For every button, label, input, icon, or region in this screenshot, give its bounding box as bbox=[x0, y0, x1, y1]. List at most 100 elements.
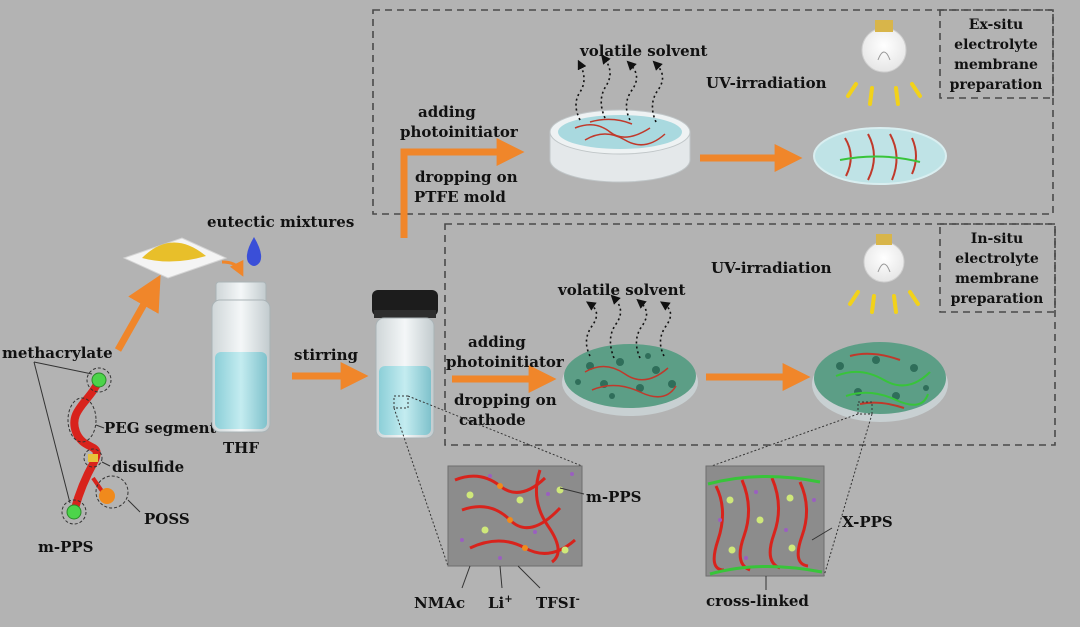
film-zoom-box bbox=[857, 401, 873, 415]
disulfide-leader bbox=[101, 461, 111, 467]
bulb-top-base bbox=[875, 20, 893, 32]
blue-droplet bbox=[246, 237, 262, 266]
bulb-bottom-base bbox=[876, 234, 892, 245]
disulfide-label: disulfide bbox=[112, 458, 184, 476]
in-situ-panel: In-situ electrolyte membrane preparation bbox=[444, 223, 1056, 446]
bulb-top-glass bbox=[861, 27, 907, 73]
ex-situ-title-line-1: Ex-situ bbox=[969, 17, 1023, 33]
methacrylate-leader-bottom bbox=[33, 361, 71, 504]
in-situ-panel-border bbox=[444, 223, 1056, 446]
cathode-disc-surface bbox=[564, 344, 696, 408]
bulb-bottom-rays bbox=[848, 290, 920, 314]
film-bottom bbox=[812, 342, 948, 422]
ex-situ-title-line-3: membrane bbox=[954, 57, 1038, 73]
ptfe-mold-label: PTFE mold bbox=[414, 188, 506, 206]
methacrylate-end-bottom bbox=[66, 504, 82, 520]
peg-annotation-ring bbox=[67, 397, 97, 443]
thf-vial bbox=[211, 281, 271, 433]
poss-leader bbox=[127, 499, 141, 513]
li-superscript: + bbox=[504, 594, 512, 605]
dropping-on-top-label: dropping on bbox=[415, 168, 518, 186]
adding-bottom-label: adding bbox=[468, 333, 526, 351]
poss-cage bbox=[99, 488, 115, 504]
vapor-arrows-top bbox=[575, 54, 664, 123]
arrow-to-powder bbox=[114, 274, 161, 352]
cathode-disc bbox=[562, 344, 698, 416]
ptfe-polymer-chains bbox=[574, 118, 666, 146]
ex-situ-panel-border bbox=[372, 9, 1054, 215]
in-situ-title-line-3: membrane bbox=[955, 271, 1039, 287]
cathode-label: cathode bbox=[459, 411, 526, 429]
vial-zoom-box bbox=[393, 395, 409, 409]
ex-situ-title-line-2: electrolyte bbox=[954, 37, 1038, 53]
arrow-vial-up-to-ex-situ bbox=[400, 138, 525, 238]
inset-x-pps-li-ions bbox=[726, 494, 796, 554]
film-bottom-chains bbox=[835, 352, 931, 409]
ex-situ-panel: Ex-situ electrolyte membrane preparation bbox=[372, 9, 1054, 215]
adding-top-label: adding bbox=[418, 103, 476, 121]
volatile-solvent-bottom-label: volatile solvent bbox=[557, 281, 686, 299]
ex-situ-title-box bbox=[939, 9, 1054, 99]
yellow-powder bbox=[142, 242, 206, 262]
photoinitiator-top-label: photoinitiator bbox=[400, 123, 519, 141]
in-situ-title-line-2: electrolyte bbox=[955, 251, 1039, 267]
film-top bbox=[813, 127, 947, 185]
poss-label: POSS bbox=[144, 510, 190, 528]
thf-label: THF bbox=[223, 439, 259, 457]
methacrylate-leader-top bbox=[33, 361, 93, 375]
stirring-label: stirring bbox=[294, 346, 358, 364]
li-label: Li+ bbox=[488, 594, 513, 612]
inset-x-pps-leaders bbox=[765, 527, 833, 590]
inset-x-pps-red-chains bbox=[712, 477, 809, 572]
film-top-chains bbox=[839, 133, 921, 181]
inset-m-pps-tfsi bbox=[460, 472, 574, 560]
methacrylate-label: methacrylate bbox=[2, 344, 113, 362]
inset-x-pps-crosslinks bbox=[707, 474, 823, 576]
cathode-polymer-chains bbox=[584, 365, 677, 398]
bulb-top-filament bbox=[877, 51, 891, 61]
tfsi-base: TFSI bbox=[536, 594, 576, 612]
tfsi-label: TFSI- bbox=[536, 594, 580, 612]
powder-pile bbox=[122, 237, 228, 279]
arrow-droplet-to-vial bbox=[221, 259, 244, 277]
bulb-bottom-filament bbox=[877, 263, 891, 273]
dropping-on-bottom-label: dropping on bbox=[454, 391, 557, 409]
vial-cap bbox=[372, 290, 438, 316]
inset-x-pps-tfsi bbox=[718, 490, 816, 560]
peg-leader bbox=[95, 424, 105, 429]
polymer-chain bbox=[70, 376, 103, 516]
volatile-solvent-top-label: volatile solvent bbox=[579, 42, 708, 60]
li-base: Li bbox=[488, 594, 505, 612]
inset-m-pps-li-ions bbox=[466, 486, 569, 554]
in-situ-title-line-4: preparation bbox=[951, 291, 1044, 307]
uv-irradiation-top-label: UV-irradiation bbox=[706, 74, 827, 92]
inset-m-pps-leaders bbox=[461, 487, 585, 589]
zoom-lines-left bbox=[393, 395, 583, 567]
in-situ-title-line-1: In-situ bbox=[971, 231, 1023, 247]
peg-segment-label: PEG segment bbox=[104, 419, 217, 437]
vial-cap-rim bbox=[374, 310, 436, 318]
mixture-liquid bbox=[379, 366, 431, 435]
vapor-arrows-bottom bbox=[585, 294, 672, 359]
inset-x-pps bbox=[705, 465, 825, 577]
nmac-label: NMAc bbox=[414, 594, 465, 612]
eutectic-mixtures-label: eutectic mixtures bbox=[207, 213, 354, 231]
mixture-vial bbox=[372, 290, 438, 439]
disulfide-link bbox=[88, 454, 98, 462]
bulb-top bbox=[846, 20, 922, 106]
disulfide-annotation-ring bbox=[83, 448, 103, 468]
film-bottom-particles bbox=[836, 356, 929, 400]
cross-linked-label: cross-linked bbox=[706, 592, 809, 610]
ptfe-solution bbox=[558, 115, 682, 149]
m-pps-label: m-PPS bbox=[38, 538, 94, 556]
inset-m-pps bbox=[447, 465, 583, 567]
ptfe-dish bbox=[549, 109, 691, 183]
methacrylate-annotation-ring bbox=[86, 367, 112, 393]
bulb-bottom-glass bbox=[863, 241, 905, 283]
x-pps-label: X-PPS bbox=[842, 513, 893, 531]
flow-arrows bbox=[114, 138, 811, 393]
methacrylate-end-top bbox=[91, 372, 107, 388]
tfsi-superscript: - bbox=[576, 594, 580, 605]
bulb-top-rays bbox=[846, 82, 922, 106]
